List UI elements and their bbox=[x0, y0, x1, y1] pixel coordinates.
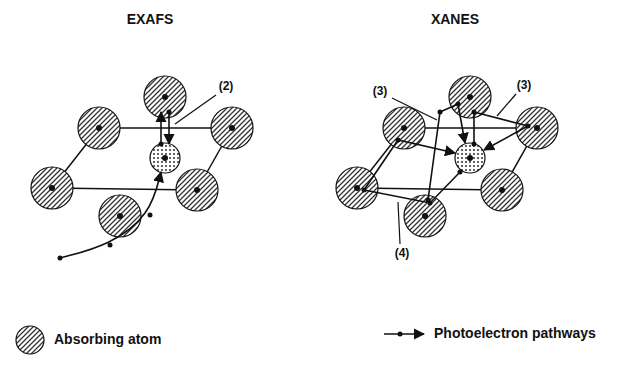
photoelectron-pathway bbox=[168, 112, 170, 144]
callout-number: (3) bbox=[517, 79, 532, 92]
pathway-dot bbox=[58, 256, 63, 261]
scattering-atom bbox=[449, 76, 491, 118]
atom-nucleus bbox=[194, 187, 200, 193]
pathway-dot bbox=[472, 110, 477, 115]
pathway-dot bbox=[362, 188, 367, 193]
scattering-atom bbox=[336, 167, 378, 209]
legend-text: Absorbing atom bbox=[54, 332, 161, 347]
atom-nucleus bbox=[162, 155, 168, 161]
leader-line bbox=[392, 98, 437, 120]
scattering-atom bbox=[516, 107, 558, 149]
legend-atom-sample bbox=[16, 326, 44, 354]
pathway-dot bbox=[456, 102, 461, 107]
atom-nucleus bbox=[96, 125, 102, 131]
callout-number: (4) bbox=[395, 247, 410, 260]
pathway-dot bbox=[396, 138, 401, 143]
atom-nucleus bbox=[422, 213, 428, 219]
atom-nucleus bbox=[467, 155, 473, 161]
absorbing-atom bbox=[455, 143, 485, 173]
leader-line bbox=[175, 95, 216, 124]
legend-text: Photoelectron pathways bbox=[434, 326, 596, 341]
bond-line bbox=[52, 188, 197, 190]
absorbing-atom bbox=[150, 143, 180, 173]
scattering-atom bbox=[383, 107, 425, 149]
pathway-dot bbox=[472, 142, 477, 147]
pathway-dot bbox=[458, 170, 463, 175]
atom-nucleus bbox=[117, 213, 123, 219]
atom-cluster bbox=[336, 76, 558, 237]
scattering-atom bbox=[31, 167, 73, 209]
atom-nucleus bbox=[467, 155, 473, 161]
pathway-dot bbox=[167, 110, 172, 115]
pathway-dot bbox=[526, 124, 531, 129]
atom-nucleus bbox=[229, 125, 235, 131]
panel-heading: EXAFS bbox=[127, 12, 174, 27]
pathway-dot bbox=[428, 201, 433, 206]
atom-nucleus bbox=[162, 94, 168, 100]
scattering-atom bbox=[176, 169, 218, 211]
photoelectron-pathway bbox=[364, 140, 460, 203]
pathway-dot bbox=[148, 213, 153, 218]
leader-line bbox=[497, 94, 516, 116]
atom-nucleus bbox=[401, 125, 407, 131]
atom-nucleus bbox=[534, 125, 540, 131]
callout-number: (3) bbox=[373, 85, 388, 98]
scattering-atom bbox=[144, 76, 186, 118]
legend-pathway-sample bbox=[384, 333, 424, 335]
scattering-atom bbox=[99, 195, 141, 237]
atom-nucleus bbox=[162, 155, 168, 161]
photoelectron-pathway bbox=[160, 112, 162, 144]
scattering-atom bbox=[78, 107, 120, 149]
pathway-dot bbox=[159, 142, 164, 147]
atom-nucleus bbox=[49, 185, 55, 191]
panel-heading: XANES bbox=[431, 12, 479, 27]
scattering-atom bbox=[211, 107, 253, 149]
atom-nucleus bbox=[354, 185, 360, 191]
legend-pathway-dot bbox=[398, 332, 403, 337]
atom-cluster bbox=[31, 76, 253, 237]
atom-nucleus bbox=[499, 187, 505, 193]
photoelectron-pathway bbox=[60, 172, 161, 258]
atom-nucleus bbox=[467, 94, 473, 100]
scattering-atom bbox=[481, 169, 523, 211]
pathway-dot bbox=[438, 110, 443, 115]
callout-number: (2) bbox=[219, 80, 234, 93]
leader-line bbox=[398, 202, 400, 244]
pathway-dot bbox=[108, 243, 113, 248]
photoelectron-pathway bbox=[474, 112, 528, 150]
